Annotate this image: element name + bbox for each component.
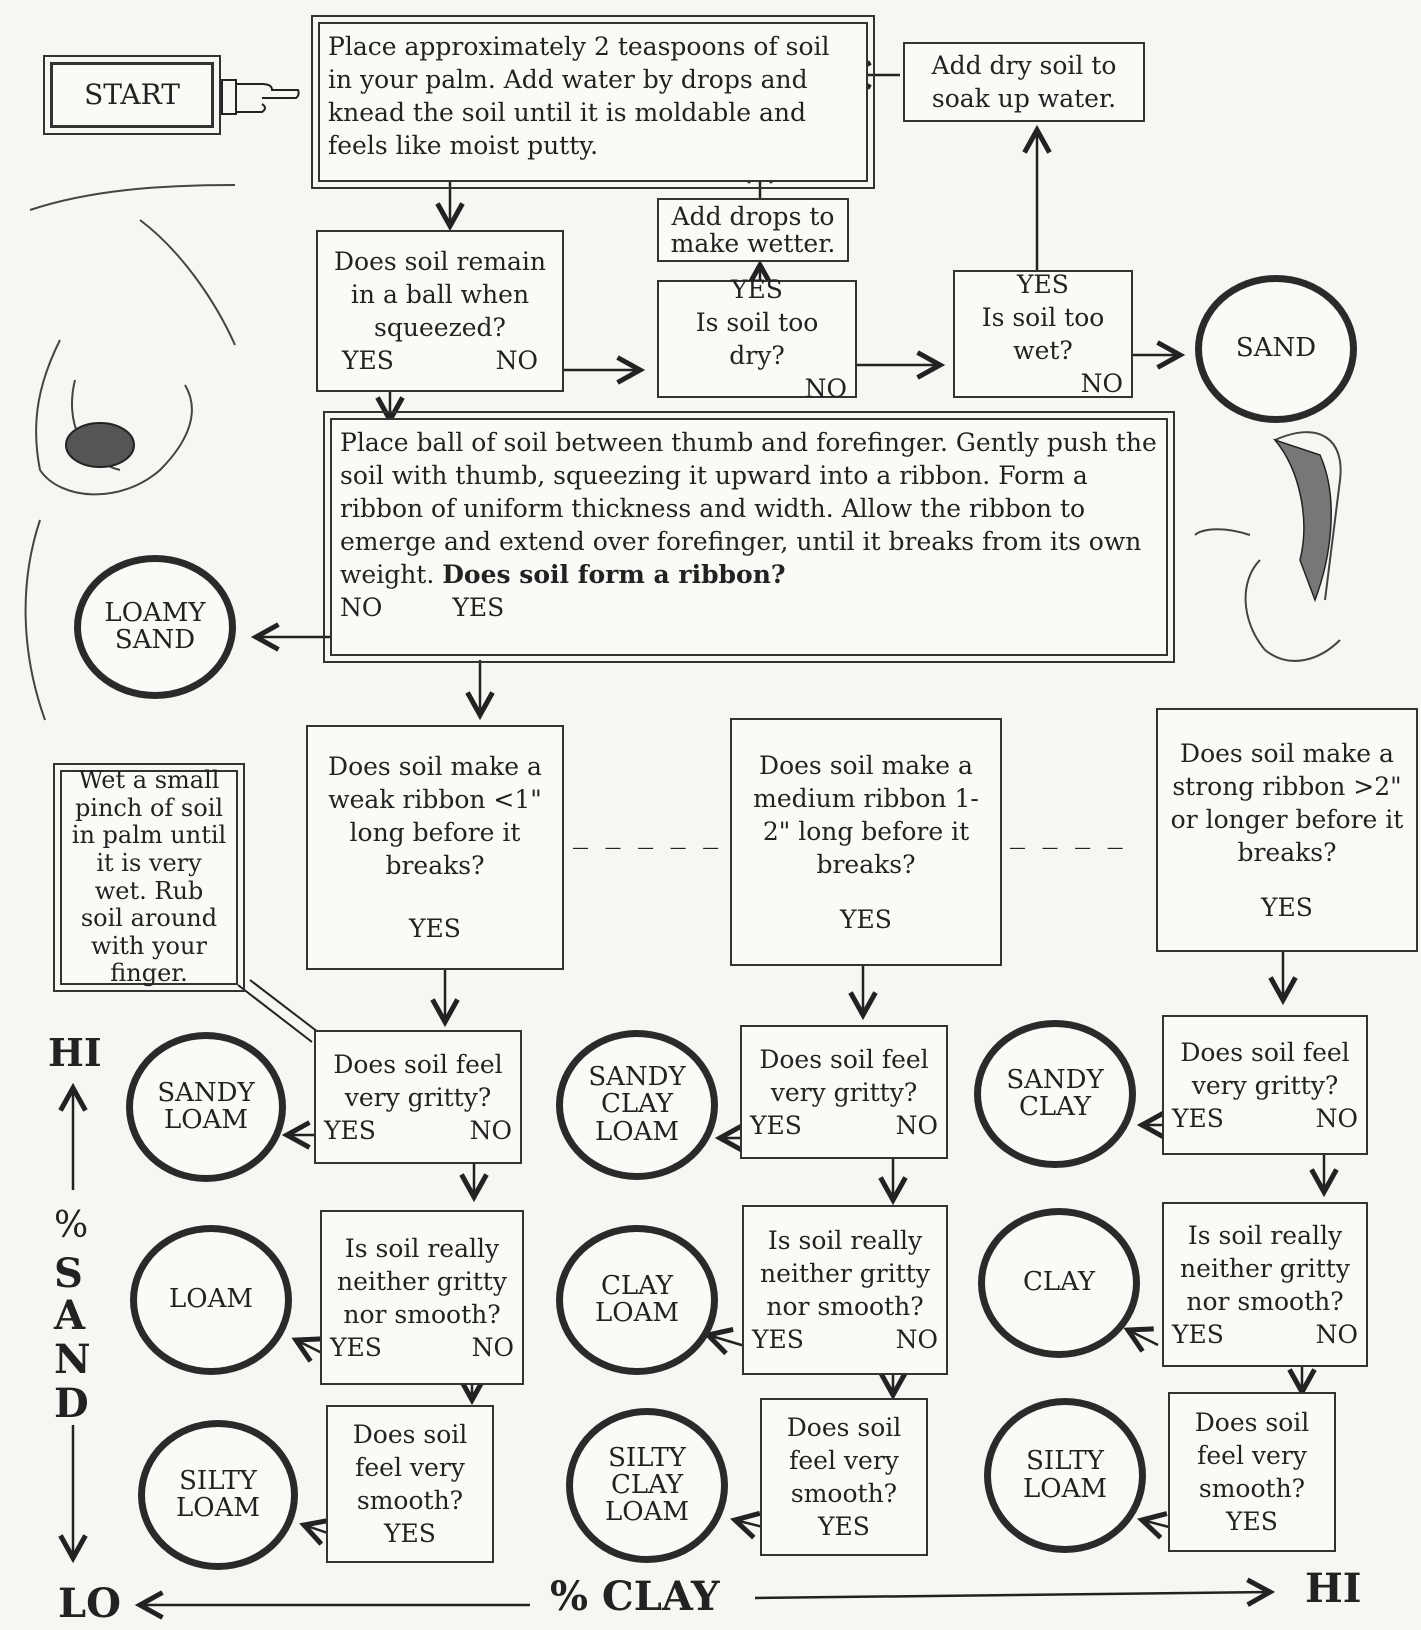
neither-no-2: NO	[895, 1325, 938, 1354]
ribbon-instructions-text: Place ball of soil between thumb and for…	[340, 428, 1157, 589]
result-sandy-clay-loam: SANDY CLAY LOAM	[556, 1030, 718, 1180]
neither-text-3: Is soil really neither gritty nor smooth…	[1180, 1220, 1350, 1316]
strong-ribbon-yes: YES	[1261, 892, 1313, 922]
sand-axis-letter-a: A	[54, 1292, 86, 1339]
neither-box-1: Is soil really neither gritty nor smooth…	[320, 1210, 524, 1385]
too-dry-yes: YES	[731, 275, 783, 304]
medium-ribbon-box: Does soil make a medium ribbon 1-2" long…	[730, 718, 1002, 966]
clay-axis-label: % CLAY	[550, 1573, 720, 1620]
result-silty-loam-2: SILTY LOAM	[984, 1398, 1146, 1553]
gritty-no-2: NO	[895, 1110, 938, 1140]
result-loamy-sand: LOAMY SAND	[74, 555, 236, 699]
weak-ribbon-text: Does soil make a weak ribbon <1" long be…	[328, 752, 542, 880]
gritty-no-1: NO	[469, 1115, 512, 1145]
soil-lump-icon	[65, 422, 135, 468]
gritty-yes-1: YES	[324, 1115, 376, 1145]
result-clay: CLAY	[978, 1208, 1140, 1358]
gritty-text-3: Does soil feel very gritty?	[1180, 1037, 1350, 1100]
result-sandy-clay: SANDY CLAY	[974, 1020, 1136, 1168]
medium-ribbon-text: Does soil make a medium ribbon 1-2" long…	[753, 750, 979, 879]
place-soil-text: Place approximately 2 teaspoons of soil …	[328, 32, 830, 160]
gritty-text-1: Does soil feel very gritty?	[333, 1049, 503, 1112]
sand-axis-letter-n: N	[54, 1336, 91, 1383]
dashed-link-1: _ _ _ _ _	[573, 815, 723, 850]
wet-pinch-box: Wet a small pinch of soil in palm until …	[53, 763, 245, 992]
smooth-yes-1: YES	[384, 1519, 436, 1548]
neither-no-1: NO	[471, 1332, 514, 1362]
hand-sketch-right	[1194, 431, 1342, 662]
ribbon-instructions-box: Place ball of soil between thumb and for…	[323, 411, 1175, 663]
result-clay-loam: CLAY LOAM	[556, 1225, 718, 1375]
too-dry-box: YES Is soil too dry? NO	[657, 275, 857, 403]
ball-yes: YES	[342, 346, 394, 375]
smooth-box-3: Does soil feel very smooth? YES	[1168, 1392, 1336, 1552]
sand-axis-hi: HI	[48, 1030, 102, 1075]
neither-yes-2: YES	[752, 1325, 804, 1354]
gritty-box-1: Does soil feel very gritty? YES NO	[314, 1030, 522, 1164]
ribbon-yes: YES	[452, 593, 505, 622]
wet-pinch-text: Wet a small pinch of soil in palm until …	[71, 766, 227, 988]
ball-no: NO	[495, 346, 538, 375]
add-dry-soil-box: Add dry soil to soak up water.	[903, 42, 1145, 122]
smooth-box-1: Does soil feel very smooth? YES	[326, 1405, 494, 1563]
smooth-text-1: Does soil feel very smooth?	[352, 1420, 468, 1515]
add-drops-text: Add drops to make wetter.	[670, 201, 836, 258]
ribbon-question-text: Does soil form a ribbon?	[442, 560, 786, 589]
clay-axis-lo: LO	[58, 1580, 121, 1627]
too-wet-box: YES Is soil too wet? NO	[953, 270, 1133, 398]
pointing-hand-icon	[221, 79, 300, 115]
neither-yes-3: YES	[1172, 1319, 1224, 1349]
too-wet-yes: YES	[1017, 270, 1069, 299]
neither-box-2: Is soil really neither gritty nor smooth…	[742, 1205, 948, 1375]
gritty-no-3: NO	[1315, 1103, 1358, 1133]
result-silty-loam-1: SILTY LOAM	[138, 1420, 298, 1570]
weak-ribbon-yes: YES	[409, 914, 461, 943]
smooth-text-2: Does soil feel very smooth?	[786, 1413, 902, 1508]
neither-box-3: Is soil really neither gritty nor smooth…	[1162, 1202, 1368, 1367]
start-text: START	[84, 77, 180, 111]
too-wet-text: Is soil too wet?	[981, 303, 1105, 365]
ribbon-no: NO	[340, 593, 383, 622]
gritty-box-3: Does soil feel very gritty? YES NO	[1162, 1015, 1368, 1155]
too-dry-no: NO	[804, 374, 847, 403]
sand-axis-letter-s: S	[54, 1250, 83, 1297]
too-wet-no: NO	[1080, 369, 1123, 398]
add-dry-soil-text: Add dry soil to soak up water.	[931, 51, 1117, 113]
gritty-box-2: Does soil feel very gritty? YES NO	[740, 1025, 948, 1159]
result-sandy-loam: SANDY LOAM	[126, 1032, 286, 1182]
result-sand: SAND	[1195, 275, 1357, 423]
soil-ribbon-icon	[1272, 438, 1332, 603]
result-silty-clay-loam: SILTY CLAY LOAM	[566, 1408, 728, 1563]
gritty-text-2: Does soil feel very gritty?	[759, 1044, 929, 1107]
sand-axis-pct: %	[54, 1205, 89, 1246]
clay-axis-hi: HI	[1305, 1565, 1362, 1612]
neither-yes-1: YES	[330, 1332, 382, 1362]
neither-no-3: NO	[1315, 1319, 1358, 1349]
result-loam: LOAM	[130, 1225, 292, 1375]
gritty-yes-2: YES	[750, 1110, 802, 1140]
ball-question-text: Does soil remain in a ball when squeezed…	[334, 247, 546, 342]
start-label: START	[43, 55, 221, 135]
medium-ribbon-yes: YES	[840, 904, 892, 934]
dashed-link-2: _ _ _ _	[1010, 815, 1127, 850]
strong-ribbon-box: Does soil make a strong ribbon >2" or lo…	[1156, 708, 1418, 952]
ball-question-box: Does soil remain in a ball when squeezed…	[316, 230, 564, 392]
strong-ribbon-text: Does soil make a strong ribbon >2" or lo…	[1170, 738, 1404, 867]
smooth-yes-3: YES	[1226, 1507, 1278, 1536]
too-dry-text: Is soil too dry?	[695, 308, 819, 370]
smooth-yes-2: YES	[818, 1512, 870, 1541]
place-soil-box: Place approximately 2 teaspoons of soil …	[311, 15, 875, 189]
sand-axis-letter-d: D	[54, 1380, 89, 1427]
neither-text-2: Is soil really neither gritty nor smooth…	[760, 1226, 930, 1321]
add-drops-box: Add drops to make wetter.	[657, 198, 849, 262]
gritty-yes-3: YES	[1172, 1103, 1224, 1133]
neither-text-1: Is soil really neither gritty nor smooth…	[337, 1233, 507, 1329]
smooth-box-2: Does soil feel very smooth? YES	[760, 1398, 928, 1556]
smooth-text-3: Does soil feel very smooth?	[1194, 1408, 1310, 1503]
weak-ribbon-box: Does soil make a weak ribbon <1" long be…	[306, 725, 564, 970]
